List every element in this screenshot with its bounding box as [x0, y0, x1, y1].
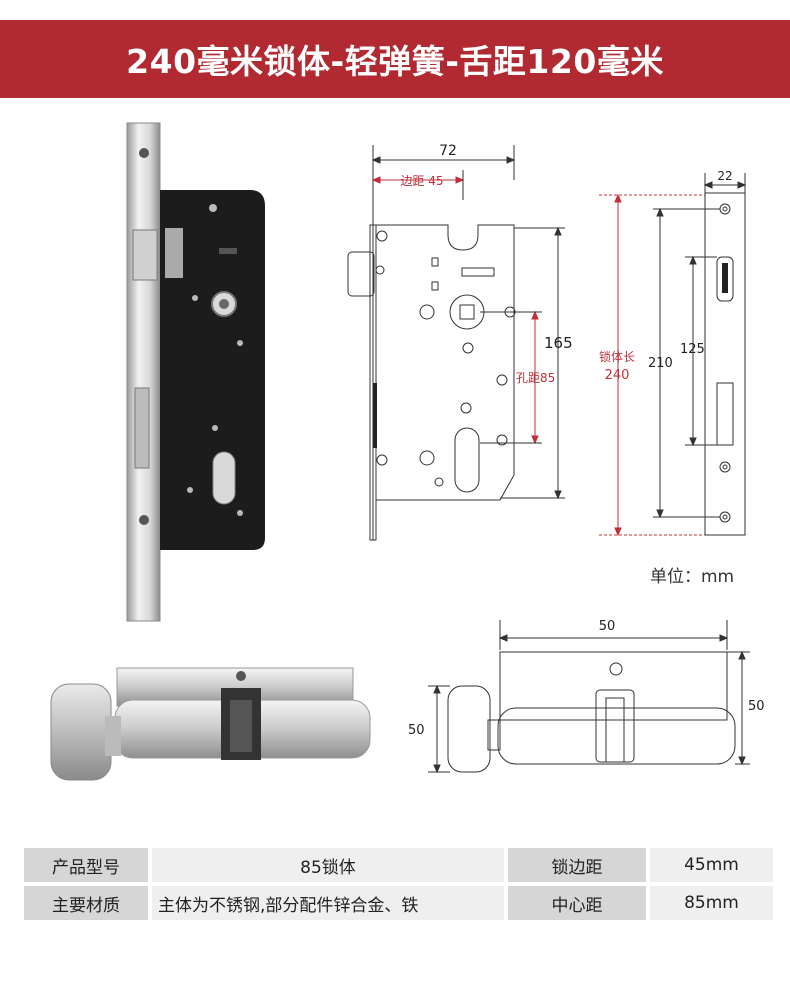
thumb-knob — [50, 683, 112, 781]
spec-value: 85锁体 — [152, 848, 504, 882]
hole-distance-label: 孔距85 — [516, 371, 555, 385]
side-drawing: 22 锁体长 240 210 125 — [599, 169, 747, 537]
latch-outline — [347, 251, 375, 297]
latch-slot — [134, 387, 150, 469]
spindle-outline — [449, 294, 485, 330]
dim-125-label: 125 — [680, 342, 705, 357]
cylinder-hole — [212, 451, 236, 505]
front-drawing: 72 边距 45 165 孔距85 — [347, 143, 573, 541]
width-label: 72 — [439, 143, 457, 159]
cylinder-left-height-label: 50 — [408, 723, 425, 738]
faceplate-outline — [369, 224, 377, 541]
latch-bolt — [132, 229, 158, 281]
title-banner: 240毫米锁体-轻弹簧-舌距120毫米 — [0, 20, 790, 98]
knob-outline — [447, 685, 491, 773]
spring — [165, 228, 183, 278]
backset-label: 边距 45 — [400, 174, 443, 188]
page-title: 240毫米锁体-轻弹簧-舌距120毫米 — [126, 42, 664, 81]
cylinder-drawing: 50 50 50 — [408, 619, 765, 774]
cylinder-length-label: 50 — [599, 619, 616, 634]
table-row: 产品型号 85锁体 锁边距 45mm — [24, 848, 773, 882]
dim-210-label: 210 — [648, 356, 673, 371]
case-outline — [376, 224, 515, 501]
spec-label: 锁边距 — [508, 848, 646, 882]
table-row: 主要材质 主体为不锈钢,部分配件锌合金、铁 中心距 85mm — [24, 886, 773, 920]
spec-label: 中心距 — [508, 886, 646, 920]
screw-hole — [139, 515, 149, 525]
cylinder-body-outline — [497, 707, 736, 765]
cylinder-outline — [454, 427, 480, 493]
lock-case — [160, 190, 265, 550]
spec-value: 85mm — [650, 886, 773, 920]
lock-body-photo — [126, 122, 265, 622]
spec-table: 产品型号 85锁体 锁边距 45mm 主要材质 主体为不锈钢,部分配件锌合金、铁… — [20, 844, 777, 924]
cylinder-top-outline — [499, 651, 728, 721]
thickness-label: 22 — [717, 169, 732, 183]
spec-label: 主要材质 — [24, 886, 148, 920]
screw-hole — [139, 148, 149, 158]
body-length-label: 锁体长 — [599, 349, 635, 364]
body-length-value: 240 — [605, 368, 630, 383]
cylinder-right-height-label: 50 — [748, 699, 765, 714]
spec-label: 产品型号 — [24, 848, 148, 882]
side-plate-outline — [704, 192, 746, 536]
cylinder-photo — [50, 667, 371, 781]
faceplate — [126, 122, 161, 622]
height-label: 165 — [544, 334, 573, 352]
unit-label: 单位：mm — [650, 567, 735, 587]
spec-value: 主体为不锈钢,部分配件锌合金、铁 — [152, 886, 504, 920]
spec-value: 45mm — [650, 848, 773, 882]
